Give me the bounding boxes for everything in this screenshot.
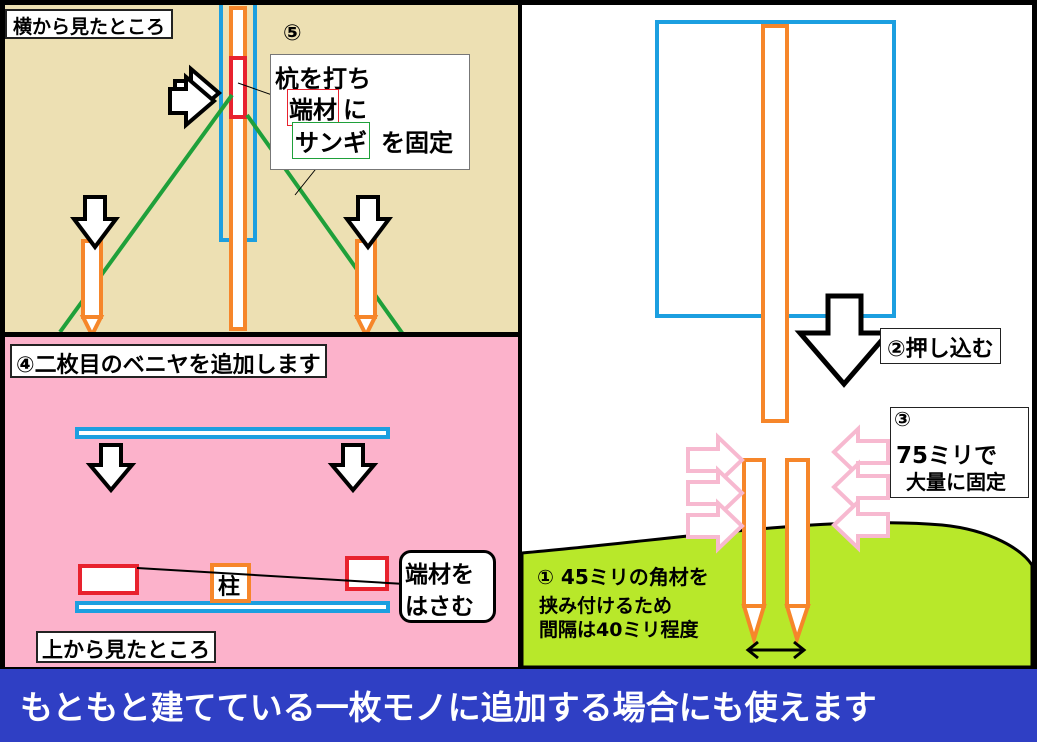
down-arrow-top-right xyxy=(327,443,379,494)
scrap-block-top-left xyxy=(78,564,139,595)
stake-right xyxy=(353,239,379,332)
right-arrow-front xyxy=(168,72,218,130)
top-view-label: 上から見たところ xyxy=(36,631,216,663)
step2-label: ②押し込む xyxy=(880,328,1001,364)
bottom-banner: もともと建てている一枚モノに追加する場合にも使えます xyxy=(0,669,1037,742)
top-view-drawing xyxy=(75,427,406,613)
pillar-top xyxy=(210,563,251,603)
down-arrow-left xyxy=(70,195,120,251)
down-arrow-top-left xyxy=(85,443,137,494)
pink-arrow-left-2 xyxy=(686,465,745,521)
stake-front-right xyxy=(784,458,811,646)
pink-arrow-left-3 xyxy=(686,498,745,554)
ground xyxy=(522,521,1032,667)
bubble-line2: はさむ xyxy=(405,594,474,620)
step5-line1: 杭を打ち xyxy=(275,65,371,93)
step5-scrap-word: 端材 xyxy=(287,89,339,126)
pink-arrow-right-1 xyxy=(831,424,890,480)
step1-line1: ① 45ミリの角材を xyxy=(537,565,709,589)
scrap-block-side xyxy=(229,56,247,119)
bubble-leader xyxy=(136,567,406,585)
right-panel: ②押し込む ③ 75ミリで 大量に固定 ① 45ミリの角材を 挟み付けるため 間… xyxy=(522,5,1032,667)
scrap-block-top-right xyxy=(345,556,389,591)
stake-left xyxy=(79,239,105,332)
stake-front-left xyxy=(741,458,767,646)
step3-line2: 大量に固定 xyxy=(906,470,1006,494)
step1-line3: 間隔は40ミリ程度 xyxy=(539,619,699,641)
spacing-arrow xyxy=(745,640,807,660)
step3-number: ③ xyxy=(894,407,911,431)
bubble-line1: 端材を xyxy=(405,562,474,588)
step1-line2: 挟み付けるため xyxy=(539,595,673,617)
step5-number: ⑤ xyxy=(283,21,302,46)
right-drawing xyxy=(522,20,1032,667)
pillar-label: 柱 xyxy=(218,575,241,600)
speech-bubble xyxy=(399,550,496,623)
side-view-panel: 横から見たところ ⑤ 杭を打ち 端材 に サンギ を固定 xyxy=(5,5,518,332)
plywood-top-upper xyxy=(75,427,390,439)
push-down-arrow xyxy=(794,293,894,388)
side-view-drawing xyxy=(58,5,404,332)
step4-label: ④二枚目のベニヤを追加します xyxy=(10,344,327,378)
plywood-top-lower xyxy=(75,601,390,613)
down-arrow-right xyxy=(343,195,393,251)
step5-brace-word: サンギ xyxy=(292,122,370,159)
banner-text: もともと建てている一枚モノに追加する場合にも使えます xyxy=(20,688,877,727)
pink-arrow-right-2 xyxy=(831,459,890,515)
pink-arrow-left-1 xyxy=(686,432,745,488)
pillar-front xyxy=(761,24,789,423)
step3-line1: 75ミリで xyxy=(896,443,998,469)
top-view-panel: ④二枚目のベニヤを追加します 柱 端材を はさむ 上から見たところ xyxy=(5,337,518,667)
step5-line3-rest: を固定 xyxy=(381,129,453,157)
side-view-label: 横から見たところ xyxy=(5,9,174,39)
step5-line2-rest: に xyxy=(343,96,367,124)
step3-callout xyxy=(890,407,1029,498)
pink-arrow-right-3 xyxy=(831,497,890,553)
